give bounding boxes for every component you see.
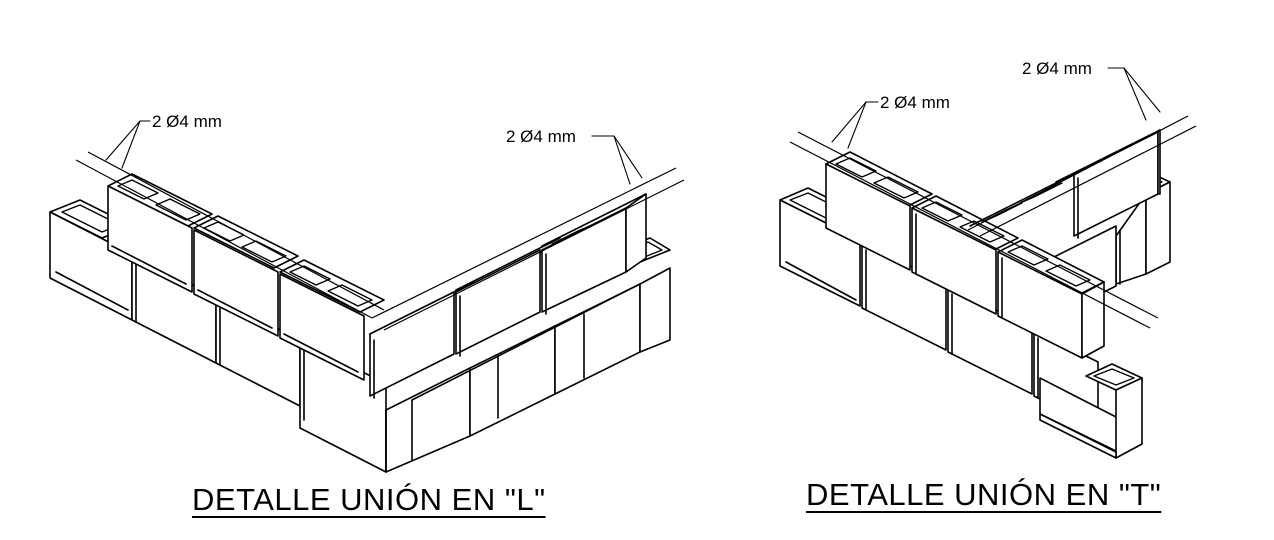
detail-t-joint: 2 Ø4 mm 2 Ø4 mm	[779, 59, 1197, 459]
callout-branch-right-text: 2 Ø4 mm	[1022, 59, 1092, 78]
lower-course-left-wall	[49, 199, 387, 473]
detail-l-title: DETALLE UNIÓN EN "L"	[192, 482, 546, 517]
callout-branch-left-text: 2 Ø4 mm	[880, 93, 950, 112]
reinforcement-wires-l	[75, 151, 685, 331]
leader-lines-l	[105, 120, 643, 185]
callout-left-text: 2 Ø4 mm	[152, 112, 222, 131]
reinforcement-wires-t	[789, 115, 1197, 329]
callout-right-text: 2 Ø4 mm	[506, 127, 576, 146]
lower-course-t-end-block	[1039, 363, 1143, 459]
detail-t-title: DETALLE UNIÓN EN "T"	[806, 477, 1162, 512]
upper-course-left-wall	[107, 173, 385, 381]
leader-lines-t	[831, 67, 1161, 149]
detail-l-joint: 2 Ø4 mm 2 Ø4 mm	[49, 112, 685, 473]
